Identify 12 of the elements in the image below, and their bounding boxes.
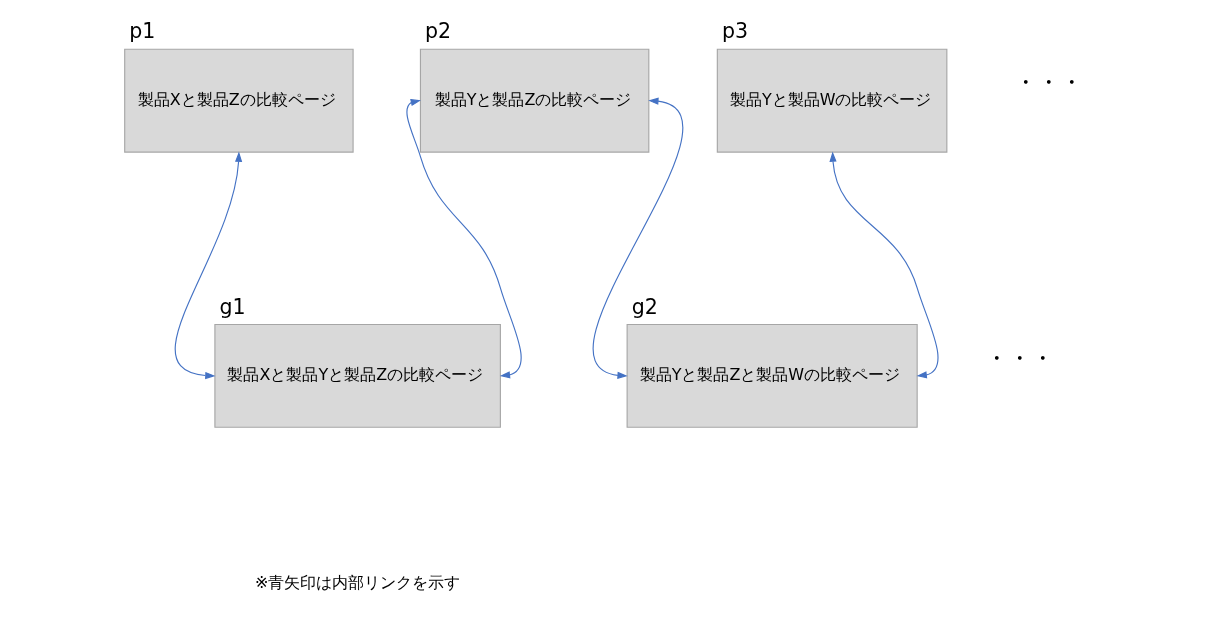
label: ・・・ [1013,69,1083,96]
node-label: p2 [425,19,452,44]
node-label: p3 [721,19,749,44]
node-label: g2 [631,294,658,319]
arrow [406,99,522,379]
arrow [592,97,684,379]
node-label: g1 [219,294,246,319]
arrow [174,151,243,380]
node-label: p1 [129,19,156,44]
label: ※青矢印は内部リンクを示す [254,572,461,592]
arrow [829,151,939,379]
label: ・・・ [985,344,1055,371]
